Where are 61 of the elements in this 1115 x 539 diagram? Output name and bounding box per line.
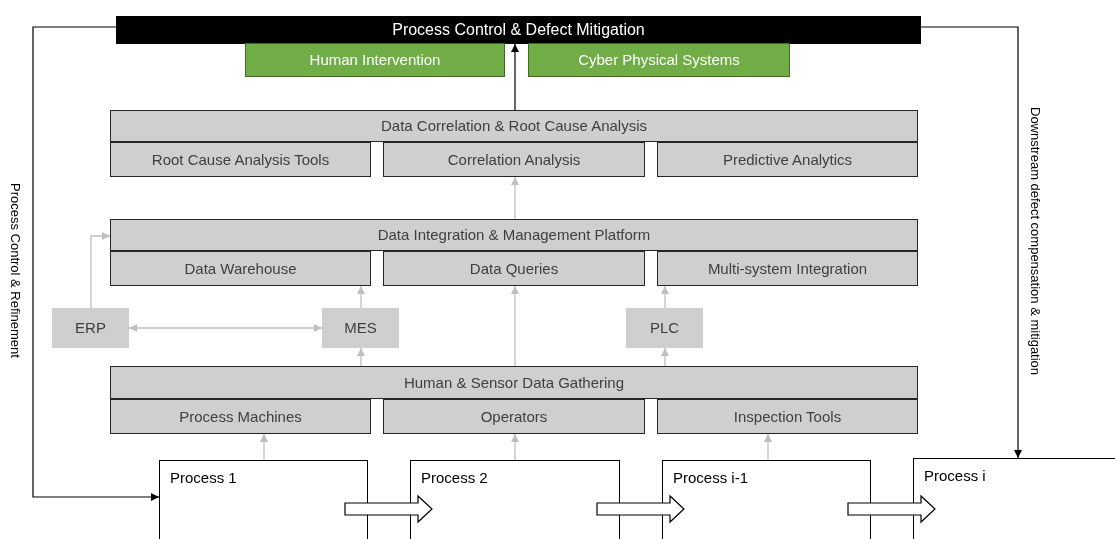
arrow xyxy=(511,43,519,111)
layer-box xyxy=(657,251,918,286)
node-label: Process 1 xyxy=(170,469,237,487)
node-label: Process Machines xyxy=(179,407,302,426)
node-label: PLC xyxy=(649,319,680,337)
layer-box xyxy=(657,399,918,434)
layer-box xyxy=(383,251,645,286)
block-arrow xyxy=(344,494,433,524)
arrow xyxy=(32,26,160,501)
node-label: Predictive Analytics xyxy=(722,150,853,169)
arrow xyxy=(128,324,323,332)
node-label: Process Control & Defect Mitigation xyxy=(392,20,645,40)
arrow xyxy=(357,285,365,309)
process-box xyxy=(159,460,368,539)
layer-box xyxy=(110,366,918,399)
node-label: Data Integration & Management Platform xyxy=(377,226,651,244)
node-label: MES xyxy=(344,319,377,337)
system-box xyxy=(322,308,399,348)
block-arrow xyxy=(847,494,936,524)
node-label: Data Queries xyxy=(469,259,559,278)
node-label: Process 2 xyxy=(421,469,488,487)
arrow xyxy=(511,285,519,367)
node-label: Data Correlation & Root Cause Analysis xyxy=(381,117,647,135)
action-box xyxy=(528,43,790,77)
arrow xyxy=(511,433,519,461)
arrow xyxy=(661,347,669,367)
node-label: Cyber Physical Systems xyxy=(578,51,740,69)
node-label: Root Cause Analysis Tools xyxy=(151,150,330,169)
layer-box xyxy=(110,251,371,286)
arrow xyxy=(920,26,1022,459)
node-label: Process i-1 xyxy=(673,469,749,487)
node-label: Process i xyxy=(924,467,986,485)
layer-box xyxy=(657,142,918,177)
arrow xyxy=(764,433,772,461)
layer-box xyxy=(110,219,918,251)
arrow xyxy=(357,347,365,367)
node-label: Operators xyxy=(480,407,548,426)
node-label: Human Intervention xyxy=(309,51,441,69)
node-label: Human & Sensor Data Gathering xyxy=(403,373,625,392)
process-box xyxy=(913,458,1115,539)
header-bar xyxy=(116,16,921,44)
action-box xyxy=(245,43,505,77)
layer-box xyxy=(110,142,371,177)
block-arrow xyxy=(596,494,685,524)
process-box xyxy=(662,460,871,539)
arrow xyxy=(260,433,268,461)
node-label: Multi-system Integration xyxy=(707,259,868,278)
node-label: Inspection Tools xyxy=(733,407,842,426)
layer-box xyxy=(110,110,918,142)
process-box xyxy=(410,460,620,539)
arrow xyxy=(90,232,111,309)
layer-box xyxy=(110,399,371,434)
node-label: Correlation Analysis xyxy=(447,150,581,169)
node-label: ERP xyxy=(75,319,106,337)
layer-box xyxy=(383,142,645,177)
arrow xyxy=(661,285,669,309)
system-box xyxy=(626,308,703,348)
system-box xyxy=(52,308,129,348)
node-label: Data Warehouse xyxy=(184,259,297,278)
arrow xyxy=(511,176,519,220)
layer-box xyxy=(383,399,645,434)
